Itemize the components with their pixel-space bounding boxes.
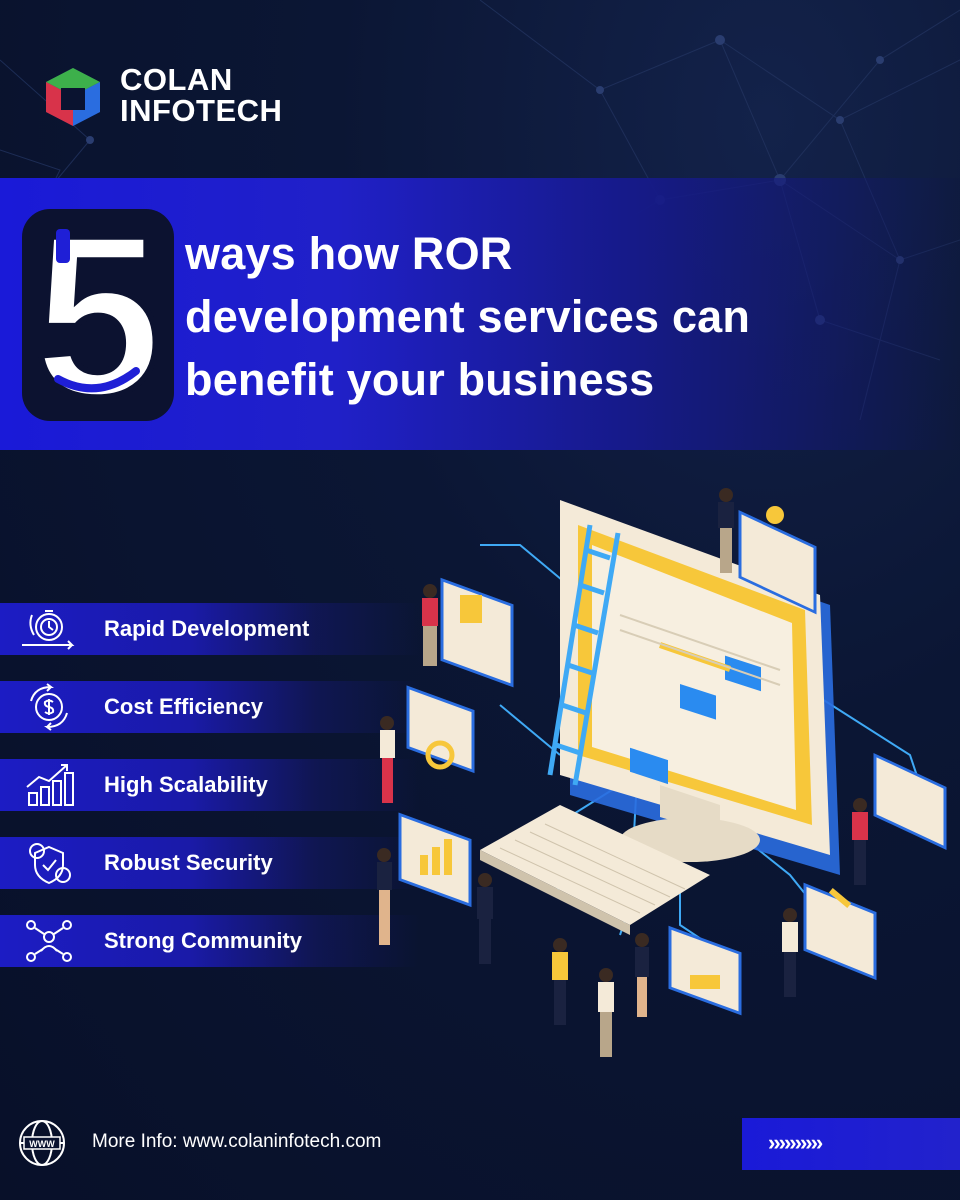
arrows-bar bbox=[742, 1118, 960, 1170]
benefit-robust-security: Robust Security bbox=[0, 837, 420, 889]
benefit-rapid-development: Rapid Development bbox=[0, 603, 420, 655]
benefit-label: Cost Efficiency bbox=[104, 694, 263, 719]
headline-line-3: benefit your business bbox=[185, 354, 655, 405]
brand-name: COLAN INFOTECH bbox=[120, 64, 282, 126]
headline-line-2: development services can bbox=[185, 291, 751, 342]
computer-team-illustration bbox=[377, 488, 947, 1057]
stopwatch-cycle-icon bbox=[14, 603, 84, 655]
chevrons-icon: ›››››››››› bbox=[768, 1130, 823, 1155]
shield-gear-icon bbox=[14, 837, 84, 889]
brand-logo: COLAN INFOTECH bbox=[42, 62, 342, 132]
headline-line-1: ways how ROR bbox=[185, 228, 513, 279]
benefit-label: Strong Community bbox=[104, 928, 302, 953]
dollar-coin-cycle-icon bbox=[14, 681, 84, 733]
headline: ways how ROR development services can be… bbox=[185, 222, 750, 411]
benefit-high-scalability: High Scalability bbox=[0, 759, 420, 811]
benefit-label: High Scalability bbox=[104, 772, 268, 797]
benefit-label: Rapid Development bbox=[104, 616, 310, 641]
brand-name-line1: COLAN bbox=[120, 62, 233, 97]
brand-name-line2: INFOTECH bbox=[120, 93, 283, 128]
logo-cube-icon bbox=[46, 68, 100, 126]
benefits-list: Rapid Development Cost Efficiency High bbox=[0, 603, 420, 993]
bar-chart-growth-icon bbox=[14, 759, 84, 811]
people-network-icon bbox=[14, 915, 84, 967]
benefit-strong-community: Strong Community bbox=[0, 915, 420, 967]
more-info-link[interactable]: More Info: www.colaninfotech.com bbox=[92, 1131, 382, 1152]
benefit-cost-efficiency: Cost Efficiency bbox=[0, 681, 420, 733]
www-label: WWW bbox=[29, 1139, 55, 1149]
number-five-graphic: 5 bbox=[22, 205, 174, 425]
benefit-label: Robust Security bbox=[104, 850, 273, 875]
globe-www-icon: WWW bbox=[19, 1120, 65, 1166]
